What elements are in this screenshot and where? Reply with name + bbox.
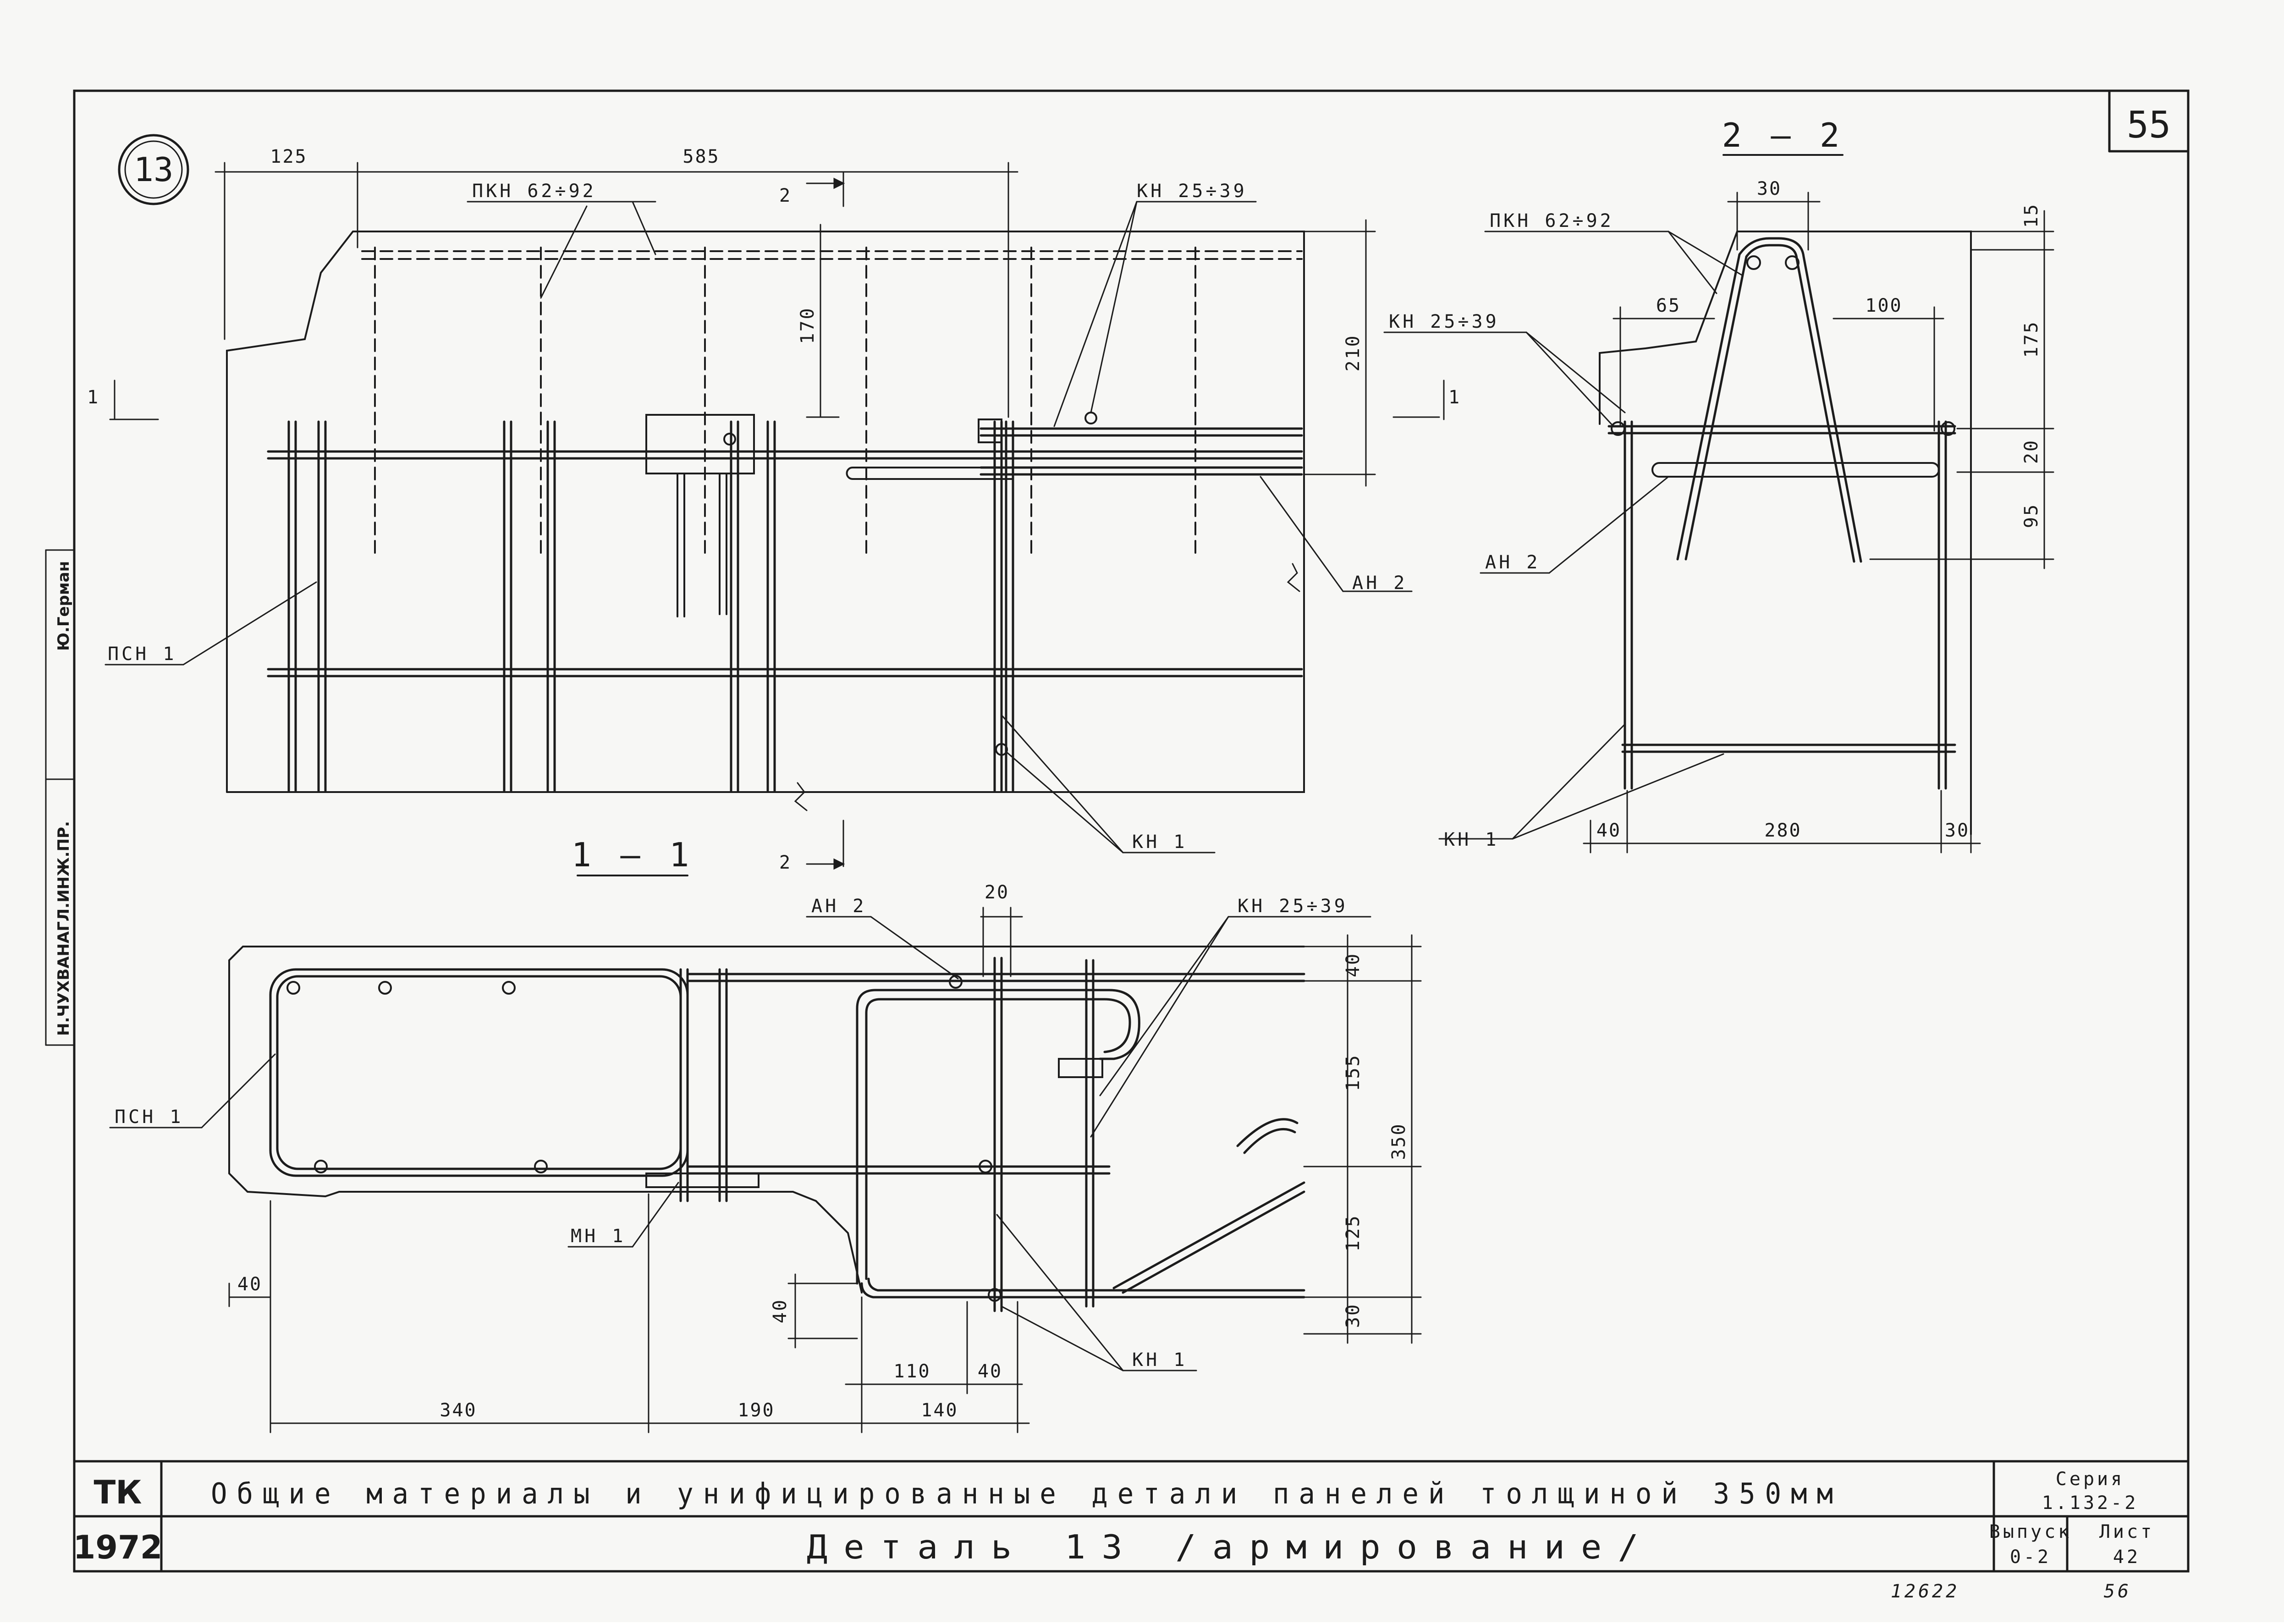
- dim-r175: 175: [2021, 320, 2042, 358]
- label-pkn-right: ПКН 62÷92: [1490, 210, 1614, 231]
- cut-1-left: 1: [87, 387, 99, 408]
- dim-r30b: 30: [1945, 820, 1970, 841]
- dim-r40: 40: [1596, 820, 1621, 841]
- sheet-value: 42: [2113, 1547, 2141, 1568]
- sheet-label: Лист: [2099, 1521, 2154, 1542]
- dim-p125: 125: [1343, 1214, 1364, 1251]
- cross-section-leaders: [1383, 231, 1743, 840]
- dim-p350: 350: [1388, 1123, 1409, 1160]
- title-line-2: Деталь 13 /армирование/: [807, 1528, 1655, 1566]
- title-block-org: ТК: [94, 1474, 142, 1511]
- label-kn1-left: КН 1: [1132, 831, 1187, 853]
- label-kn1-right: КН 1: [1444, 829, 1499, 850]
- dim-p155: 155: [1343, 1054, 1364, 1091]
- cut-2-bottom: 2: [779, 852, 792, 873]
- page-number-bottom: 56: [2104, 1581, 2131, 1602]
- issue-value: 0-2: [2010, 1547, 2051, 1568]
- cross-section-dimensions: [1583, 192, 2054, 853]
- dim-p40c: 40: [770, 1299, 791, 1323]
- title-block-year: 1972: [73, 1529, 163, 1566]
- dim-p40a: 40: [1343, 952, 1364, 977]
- series-value: 1.132-2: [2042, 1492, 2139, 1514]
- archive-number: 12622: [1891, 1581, 1959, 1602]
- side-stamp-position: Н.ЧУХВАНАГЛ.ИНЖ.ПР.: [55, 821, 73, 1036]
- label-an2-right: АН 2: [1485, 552, 1540, 573]
- label-mn1-plan: МН 1: [571, 1226, 626, 1247]
- plan-view: [228, 946, 1305, 1312]
- elevation-dimensions: [109, 162, 1445, 870]
- dim-r95: 95: [2021, 503, 2042, 528]
- corner-sheet-number: 55: [2127, 104, 2171, 146]
- sheet-frame: [73, 89, 2190, 1573]
- section-title-2-2: 2 — 2: [1722, 116, 1844, 154]
- label-an2-left: АН 2: [1352, 573, 1407, 594]
- cross-section: [1599, 231, 1972, 835]
- dim-170: 170: [797, 307, 818, 344]
- dim-210: 210: [1343, 334, 1364, 371]
- elevation-leaders: [105, 201, 1413, 853]
- cut-2-top: 2: [779, 185, 792, 206]
- dim-p40d: 40: [978, 1361, 1002, 1382]
- cut-1-right: 1: [1448, 387, 1461, 408]
- label-kn1-plan: КН 1: [1132, 1349, 1187, 1371]
- dim-r20: 20: [2021, 439, 2042, 464]
- side-stamp: [45, 549, 74, 1046]
- dim-p190: 190: [737, 1400, 775, 1421]
- label-kn25-left: КН 25÷39: [1137, 181, 1247, 202]
- title-block-lines: [73, 1460, 2190, 1573]
- plan-dimensions: [228, 907, 1422, 1433]
- dim-r100: 100: [1865, 295, 1902, 316]
- elevation-view: [226, 231, 1305, 811]
- dim-p340: 340: [440, 1400, 477, 1421]
- label-kn25-right: КН 25÷39: [1389, 311, 1499, 332]
- label-kn25-plan: КН 25÷39: [1238, 896, 1348, 917]
- detail-number: 13: [134, 150, 174, 189]
- dim-p20: 20: [985, 882, 1009, 903]
- label-an2-plan: АН 2: [811, 896, 866, 917]
- dim-125: 125: [270, 146, 307, 167]
- detail-marker: [118, 134, 189, 205]
- dim-p30: 30: [1343, 1303, 1364, 1328]
- dim-r30: 30: [1757, 178, 1782, 199]
- issue-label: Выпуск: [1989, 1521, 2072, 1542]
- series-label: Серия: [2056, 1469, 2124, 1490]
- dim-r15: 15: [2021, 203, 2042, 228]
- section-title-1-1: 1 — 1: [572, 836, 694, 874]
- title-line-1: Общие материалы и унифицированные детали…: [211, 1477, 1843, 1510]
- dim-p140: 140: [921, 1400, 958, 1421]
- dim-p40b: 40: [237, 1274, 262, 1295]
- label-psn1-left: ПСН 1: [108, 644, 176, 665]
- plan-leaders: [109, 916, 1371, 1371]
- dim-585: 585: [682, 146, 720, 167]
- dim-r280: 280: [1764, 820, 1801, 841]
- label-pkn-left: ПКН 62÷92: [472, 181, 596, 202]
- label-psn1-plan: ПСН 1: [115, 1107, 183, 1128]
- dim-p110: 110: [893, 1361, 930, 1382]
- side-stamp-name: Ю.Герман: [55, 561, 73, 651]
- dim-r65: 65: [1656, 295, 1681, 316]
